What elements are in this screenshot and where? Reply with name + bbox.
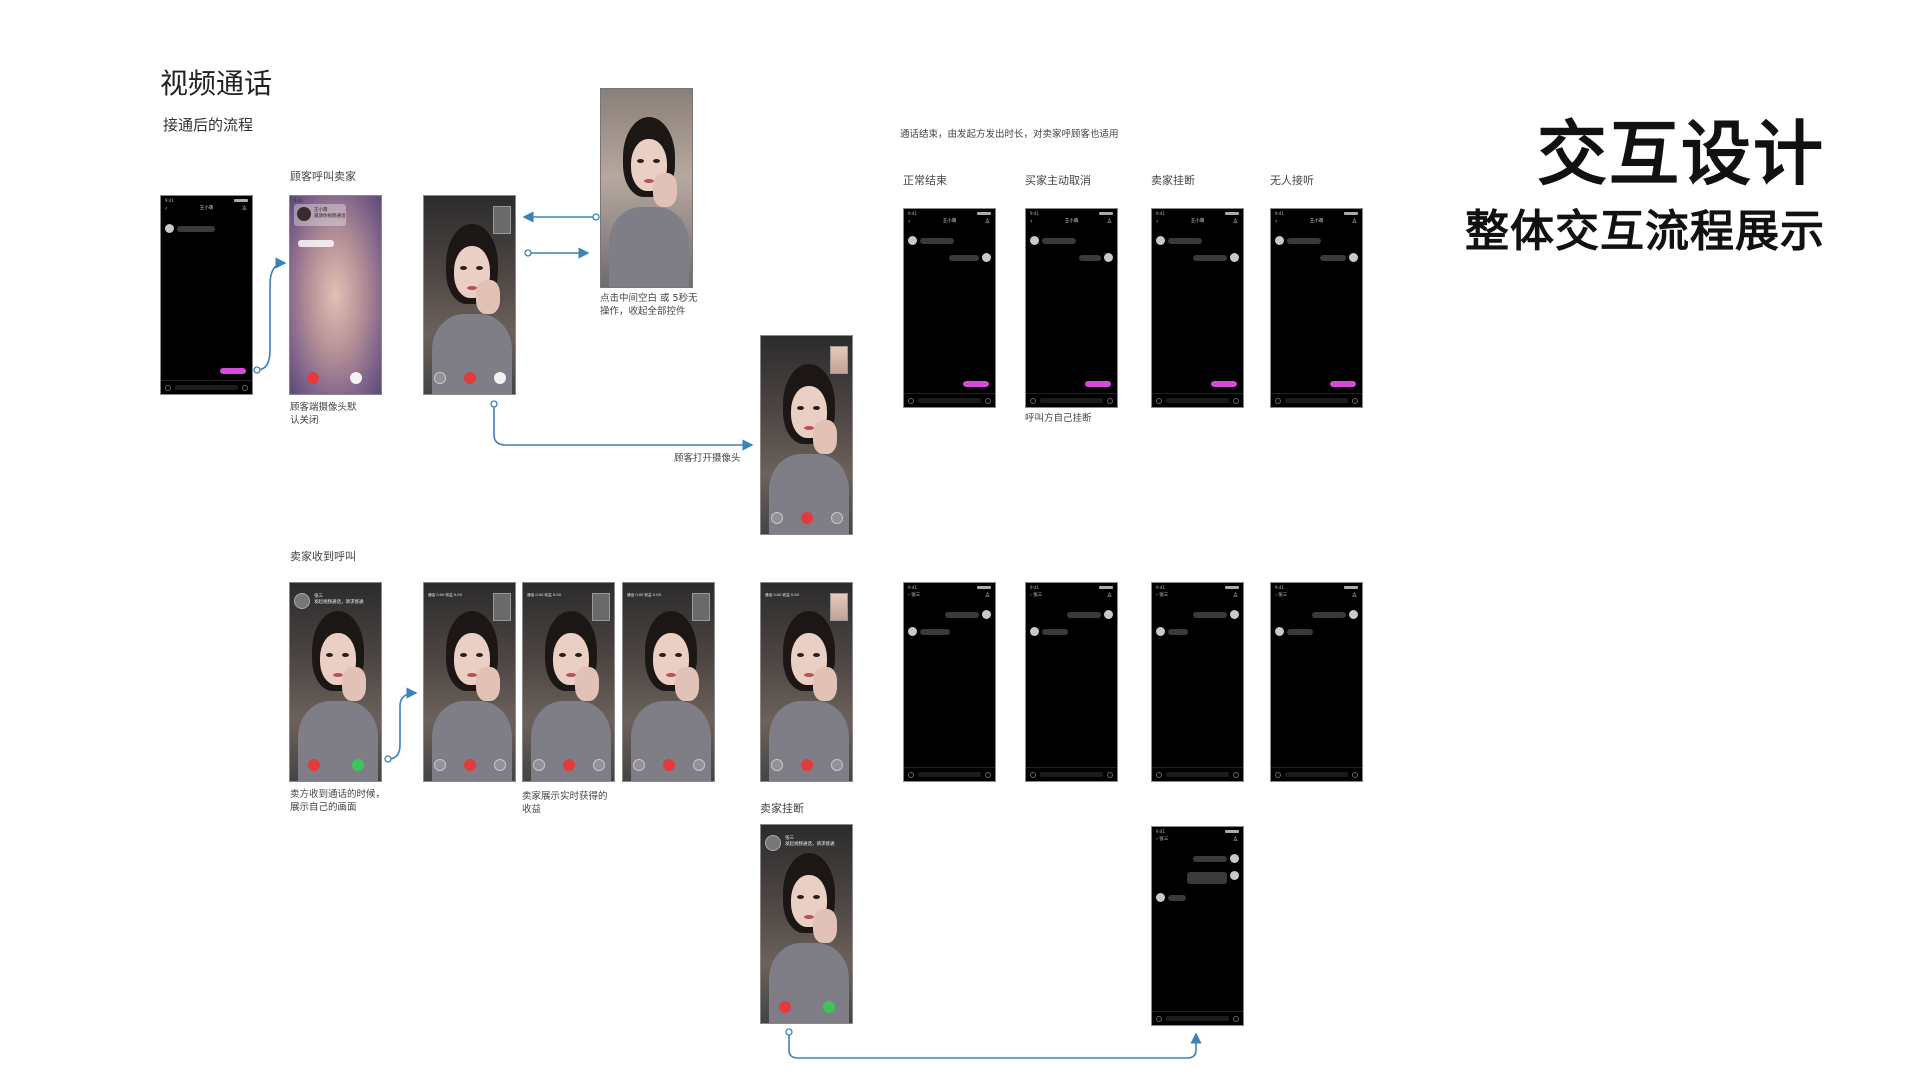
hangup-button[interactable] xyxy=(464,759,476,771)
camera-toggle-button[interactable] xyxy=(831,759,843,771)
label-tap-hint: 点击中间空白 或 5秒无操作，收起全部控件 xyxy=(600,293,698,317)
hangup-button[interactable] xyxy=(464,372,476,384)
camera-toggle-button[interactable] xyxy=(494,759,506,771)
hangup-button[interactable] xyxy=(307,372,319,384)
camera-toggle-button[interactable] xyxy=(593,759,605,771)
arrow-chat-to-calling xyxy=(256,257,287,371)
phone-seller-end-normal: 9:41 ‹ 张三♙ xyxy=(903,582,996,782)
phone-seller-end-no-answer: 9:41 ‹ 张三♙ xyxy=(1270,582,1363,782)
camera-toggle-button[interactable] xyxy=(494,372,506,384)
accept-button[interactable] xyxy=(823,1001,835,1013)
col-no-answer: 无人接听 xyxy=(1270,174,1314,187)
camera-toggle-button[interactable] xyxy=(831,512,843,524)
phone-chat-start: 9:41 ‹王小萌♙ xyxy=(160,195,253,395)
phone-seller-connected-1: 通话 0:00 收益 0.00 xyxy=(423,582,516,782)
camera-toggle-button[interactable] xyxy=(350,372,362,384)
camera-toggle-button[interactable] xyxy=(693,759,705,771)
phone-seller-connected-2: 通话 0:00 收益 0.00 xyxy=(522,582,615,782)
mute-button[interactable] xyxy=(771,512,783,524)
hangup-button[interactable] xyxy=(563,759,575,771)
video-call-button[interactable] xyxy=(220,368,246,374)
phone-seller-hangup-incoming: 张三发起视频通话，请求接通 xyxy=(760,824,853,1024)
label-customer-calls: 顾客呼叫卖家 xyxy=(290,170,356,183)
page-title: 视频通话 xyxy=(160,67,273,100)
label-seller-earnings: 卖家展示实时获得的收益 xyxy=(522,791,608,815)
mute-button[interactable] xyxy=(434,759,446,771)
phone-video-connected xyxy=(423,195,516,395)
phone-end-normal: 9:41 ‹王小萌♙ xyxy=(903,208,996,408)
avatar xyxy=(297,207,311,221)
phone-seller-connected-3: 通话 0:00 收益 0.00 xyxy=(622,582,715,782)
phone-seller-incoming: 张三发起视频通话，请求接通 xyxy=(289,582,382,782)
mute-button[interactable] xyxy=(434,372,446,384)
phone-customer-calling: 9:41 王小萌邀请你视频通话 xyxy=(289,195,382,395)
label-seller-receives: 卖家收到呼叫 xyxy=(290,550,356,563)
section-title: 交互设计 xyxy=(1537,113,1825,195)
arrow-seller-hangup-result xyxy=(788,1032,1202,1059)
phone-end-seller-hangup: 9:41 ‹王小萌♙ xyxy=(1151,208,1244,408)
phone-end-no-answer: 9:41 ‹王小萌♙ xyxy=(1270,208,1363,408)
arrow-seller-accept xyxy=(387,687,418,760)
phone-video-collapsed xyxy=(600,88,693,288)
hangup-button[interactable] xyxy=(801,512,813,524)
col-buyer-cancel: 买家主动取消 xyxy=(1025,174,1091,187)
accept-button[interactable] xyxy=(352,759,364,771)
mute-button[interactable] xyxy=(771,759,783,771)
phone-customer-camera-on xyxy=(760,335,853,535)
phone-seller-hangup-result: 9:41 ‹ 张三♙ xyxy=(1151,826,1244,1026)
phone-end-buyer-cancel: 9:41 ‹王小萌♙ xyxy=(1025,208,1118,408)
decline-button[interactable] xyxy=(779,1001,791,1013)
hangup-button[interactable] xyxy=(663,759,675,771)
mute-button[interactable] xyxy=(533,759,545,771)
label-seller-show-self: 卖方收到通话的时候，展示自己的画面 xyxy=(290,789,386,813)
label-seller-hangup: 卖家挂断 xyxy=(760,802,804,815)
decline-button[interactable] xyxy=(308,759,320,771)
page-subtitle: 接通后的流程 xyxy=(163,116,254,134)
col-seller-hangup: 卖家挂断 xyxy=(1151,174,1195,187)
section-subtitle: 整体交互流程展示 xyxy=(1465,206,1825,257)
label-customer-open-camera: 顾客打开摄像头 xyxy=(674,453,741,464)
phone-seller-end-hangup: 9:41 ‹ 张三♙ xyxy=(1151,582,1244,782)
phone-seller-end-cancel: 9:41 ‹ 张三♙ xyxy=(1025,582,1118,782)
phone-seller-customer-camera: 通话 0:00 收益 0.00 xyxy=(760,582,853,782)
self-preview[interactable] xyxy=(830,346,848,374)
label-call-end-note: 通话结束，由发起方发出时长，对卖家呼顾客也适用 xyxy=(900,129,1119,140)
col-normal-end: 正常结束 xyxy=(903,174,947,187)
avatar xyxy=(765,835,781,851)
hangup-button[interactable] xyxy=(801,759,813,771)
avatar xyxy=(294,593,310,609)
label-customer-camera-off: 顾客端摄像头默认关闭 xyxy=(290,402,357,426)
mute-button[interactable] xyxy=(633,759,645,771)
arrow-open-camera xyxy=(493,404,754,451)
label-caller-hangup-self: 呼叫方自己挂断 xyxy=(1025,413,1092,424)
self-preview[interactable] xyxy=(493,206,511,234)
